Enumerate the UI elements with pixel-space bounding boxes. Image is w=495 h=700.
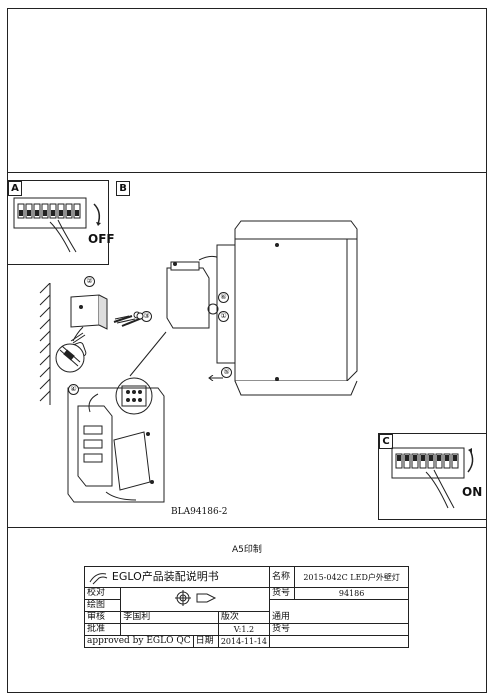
drawing-code: BLA94186-2 [171,507,228,517]
mounting-plate-illustration [61,294,141,362]
eglo-logo-icon [89,572,108,585]
name-value: 2015-042C LED户外壁灯 [294,566,409,588]
wall-lamp-illustration [207,220,358,396]
title-block: EGLO产品装配说明书 名称 2015-042C LED户外壁灯 校对 货号 9… [83,566,410,648]
step-5-arrow [208,375,223,381]
projection-symbol-icon [175,589,217,606]
breaker-on-illustration [391,447,474,509]
cut-line-bottom [7,527,487,528]
draw-value: 李国利 [120,611,219,624]
version-label: 版次 [217,611,270,624]
step-2-marker: ② [84,276,95,287]
driver-box-illustration [166,255,220,329]
panel-a-label: A [8,181,22,196]
empty-cell [120,623,219,636]
draw-label: 绘图 [83,599,122,612]
review-label: 审核 [83,611,122,624]
breaker-off-illustration [13,197,101,253]
brand-name: EGLO [111,570,142,584]
on-label: ON [462,485,483,499]
step-5-marker: ⑤ [221,367,232,378]
screws-illustration [113,312,144,327]
name-label: 名称 [268,566,296,588]
date-label: 日期 [192,635,219,648]
version-value: V:1.2 [217,623,270,636]
panel-a-box [7,180,109,265]
step-6-marker: ⑥ [218,292,229,303]
print-format-label: A5印制 [232,545,262,555]
check-label: 校对 [83,587,122,600]
step-1-marker: ① [218,311,229,322]
drawing-sheet [7,8,487,693]
doc-title: 产品装配说明书 [141,570,219,584]
panel-c-box [378,433,487,520]
projection-symbol [120,587,270,612]
common-label: 通用 [268,599,410,624]
detail-leader-line [129,331,167,377]
cut-line-top [7,172,487,173]
connector-detail-circle [115,377,153,415]
title-brand-cell: EGLO产品装配说明书 [84,566,270,588]
cable-detail-circle [55,343,85,373]
approved-by: approved by EGLO QC [84,635,194,648]
empty-cell-2 [268,635,410,648]
common-item-label: 货号 [268,623,410,636]
date-value: 2014-11-14 [217,635,270,648]
step-4-marker: ④ [68,384,79,395]
wiring-detail-illustration [67,387,165,503]
item-no-value: 94186 [294,587,409,600]
approve-label: 批准 [83,623,122,636]
off-label: OFF [88,232,115,246]
item-no-label: 货号 [268,587,296,600]
panel-b-label: B [116,181,130,196]
wall-section [39,283,51,405]
panel-c-label: C [379,434,393,449]
